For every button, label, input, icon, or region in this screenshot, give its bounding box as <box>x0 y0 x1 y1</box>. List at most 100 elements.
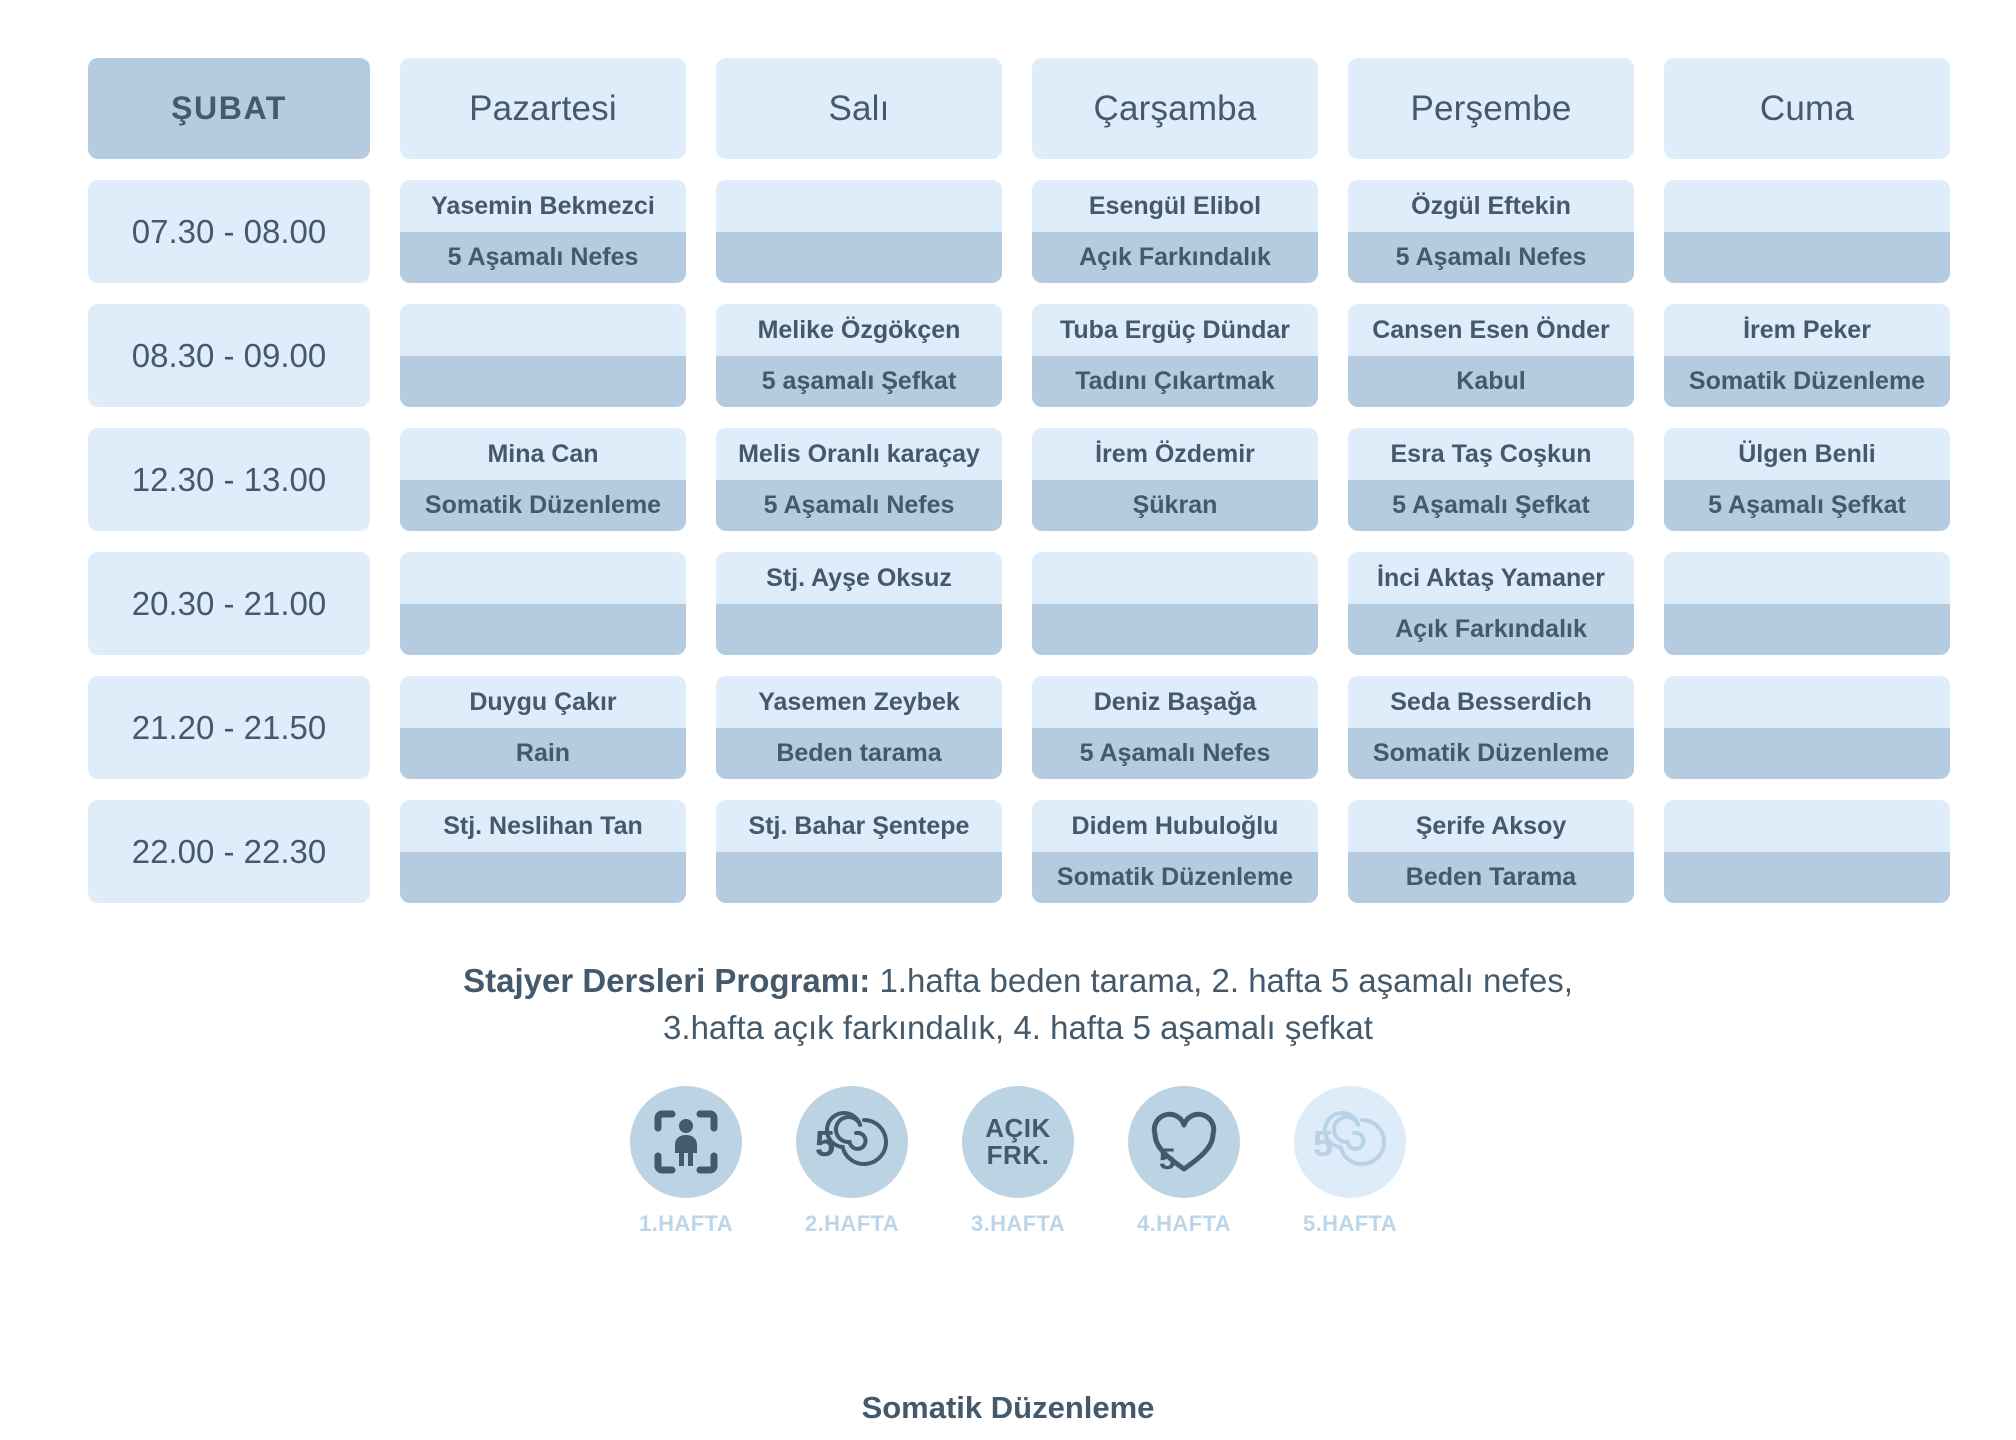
practice-name: 5 Aşamalı Nefes <box>716 480 1002 531</box>
practice-name: Somatik Düzenleme <box>400 480 686 531</box>
instructor-name: Didem Hubuloğlu <box>1032 800 1318 852</box>
instructor-name: İrem Peker <box>1664 304 1950 356</box>
class-cell-empty[interactable] <box>1664 800 1950 903</box>
legend-item-week-1: 1.HAFTA <box>623 1085 750 1237</box>
practice-name: Somatik Düzenleme <box>1348 728 1634 779</box>
practice-name: Beden tarama <box>716 728 1002 779</box>
svg-text:5: 5 <box>1159 1143 1176 1176</box>
spiral-5-icon: 5 <box>796 1085 908 1198</box>
footnote: Stajyer Dersleri Programı: 1.hafta beden… <box>88 958 1948 1052</box>
practice-name: 5 Aşamalı Nefes <box>1032 728 1318 779</box>
practice-name: Beden Tarama <box>1348 852 1634 903</box>
time-slot-label: 12.30 - 13.00 <box>88 428 370 531</box>
practice-name <box>1664 604 1950 655</box>
practice-name <box>716 852 1002 903</box>
practice-name: Açık Farkındalık <box>1348 604 1634 655</box>
legend-caption: Somatik Düzenleme <box>861 1390 1155 1425</box>
practice-name: Açık Farkındalık <box>1032 232 1318 283</box>
practice-name <box>716 232 1002 283</box>
instructor-name: Cansen Esen Önder <box>1348 304 1634 356</box>
instructor-name: Deniz Başağa <box>1032 676 1318 728</box>
practice-name: Kabul <box>1348 356 1634 407</box>
class-cell-empty[interactable] <box>400 304 686 407</box>
instructor-name <box>400 552 686 604</box>
instructor-name <box>1664 676 1950 728</box>
class-cell[interactable]: Stj. Bahar Şentepe <box>716 800 1002 903</box>
practice-name <box>400 356 686 407</box>
practice-name <box>400 852 686 903</box>
class-cell-empty[interactable] <box>400 552 686 655</box>
instructor-name <box>716 180 1002 232</box>
practice-name: Şükran <box>1032 480 1318 531</box>
practice-name <box>1032 604 1318 655</box>
time-slot-label: 21.20 - 21.50 <box>88 676 370 779</box>
legend-week-label: 2.HAFTA <box>804 1210 900 1236</box>
instructor-name: Esra Taş Coşkun <box>1348 428 1634 480</box>
legend-item-week-2: 5 2.HAFTA <box>789 1085 916 1237</box>
body-scan-icon <box>630 1085 742 1198</box>
day-header-2: Salı <box>716 58 1002 159</box>
instructor-name: Melis Oranlı karaçay <box>716 428 1002 480</box>
practice-name: Rain <box>400 728 686 779</box>
time-slot-label: 22.00 - 22.30 <box>88 800 370 903</box>
instructor-name: Şerife Aksoy <box>1348 800 1634 852</box>
day-header-5: Cuma <box>1664 58 1950 159</box>
practice-name: 5 aşamalı Şefkat <box>716 356 1002 407</box>
instructor-name: Ülgen Benli <box>1664 428 1950 480</box>
practice-name <box>1664 728 1950 779</box>
class-cell-empty[interactable] <box>1664 180 1950 283</box>
class-cell[interactable]: Stj. Neslihan Tan <box>400 800 686 903</box>
practice-name: Somatik Düzenleme <box>1032 852 1318 903</box>
footnote-line1-rest: 1.hafta beden tarama, 2. hafta 5 aşamalı… <box>870 962 1573 999</box>
instructor-name: Stj. Bahar Şentepe <box>716 800 1002 852</box>
practice-name <box>716 604 1002 655</box>
day-header-4: Perşembe <box>1348 58 1634 159</box>
class-cell-empty[interactable] <box>716 180 1002 283</box>
legend-week-label: 1.HAFTA <box>638 1210 734 1236</box>
instructor-name: Yasemen Zeybek <box>716 676 1002 728</box>
class-cell-empty[interactable] <box>1032 552 1318 655</box>
time-slot-label: 08.30 - 09.00 <box>88 304 370 407</box>
instructor-name: Duygu Çakır <box>400 676 686 728</box>
legend-week-label: 4.HAFTA <box>1136 1210 1232 1236</box>
class-cell-empty[interactable] <box>1664 676 1950 779</box>
practice-name: 5 Aşamalı Şefkat <box>1348 480 1634 531</box>
instructor-name: Esengül Elibol <box>1032 180 1318 232</box>
class-cell-empty[interactable] <box>1664 552 1950 655</box>
instructor-name: İnci Aktaş Yamaner <box>1348 552 1634 604</box>
class-cell[interactable]: Stj. Ayşe Oksuz <box>716 552 1002 655</box>
svg-text:5: 5 <box>1313 1123 1333 1164</box>
instructor-name: Mina Can <box>400 428 686 480</box>
instructor-name <box>1032 552 1318 604</box>
legend-item-week-4: 5 4.HAFTA <box>1121 1085 1248 1237</box>
legend-week-label: 3.HAFTA <box>970 1210 1066 1236</box>
instructor-name: Tuba Ergüç Dündar <box>1032 304 1318 356</box>
time-slot-label: 07.30 - 08.00 <box>88 180 370 283</box>
instructor-name: Özgül Eftekin <box>1348 180 1634 232</box>
practice-name <box>1664 232 1950 283</box>
